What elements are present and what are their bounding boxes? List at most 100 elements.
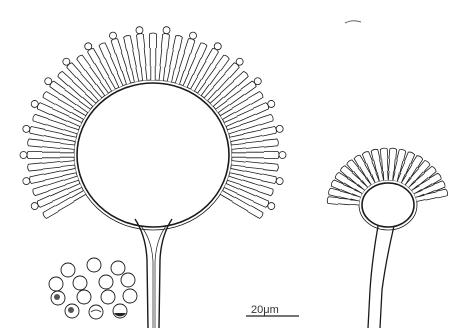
conidium [63, 58, 70, 65]
conidium [31, 100, 38, 107]
phialide [261, 127, 277, 137]
phialide [127, 49, 136, 68]
phialide [232, 197, 250, 211]
phialide [33, 114, 49, 125]
phialide [30, 127, 46, 137]
phialide [264, 152, 279, 159]
metula [132, 67, 139, 82]
phialide [111, 39, 122, 55]
conidium [101, 290, 115, 304]
phialide [263, 139, 278, 147]
phialide [261, 174, 277, 184]
phialide [28, 163, 43, 171]
metula [67, 117, 82, 127]
conidium [87, 258, 101, 272]
conidium [45, 78, 52, 85]
metula [71, 191, 85, 202]
phialide [389, 158, 396, 171]
metula [63, 125, 78, 134]
conidium-spot [68, 307, 74, 313]
phialide [33, 185, 49, 196]
conidium [254, 78, 261, 85]
conidium-spot [54, 294, 60, 300]
phialide [105, 56, 117, 75]
conidium [279, 152, 286, 159]
conidium [77, 290, 91, 304]
phialide [371, 149, 380, 161]
phialide [245, 162, 264, 169]
phialide [150, 33, 157, 48]
vesicle-wall [74, 80, 232, 230]
phialide [50, 109, 69, 121]
phialide [43, 171, 62, 180]
conidium [268, 203, 275, 210]
conidium [23, 125, 30, 132]
conidium [23, 178, 30, 185]
conidium [111, 261, 125, 275]
metula [59, 153, 74, 157]
phialide [243, 130, 262, 139]
small-conidial-head [327, 148, 447, 328]
phialide [380, 148, 387, 159]
phialide [243, 171, 262, 180]
phialide [50, 189, 69, 201]
phialide [188, 56, 200, 75]
conidium [109, 32, 116, 39]
conidium [268, 100, 275, 107]
phialide [28, 139, 43, 147]
phialide [258, 114, 274, 125]
phialide [263, 163, 278, 171]
conidium [61, 263, 75, 277]
metula [183, 73, 193, 88]
phialide [46, 119, 65, 130]
metula [151, 65, 155, 80]
phialide [137, 34, 145, 49]
phialide [99, 43, 111, 59]
phialide [246, 152, 265, 158]
conidium [99, 275, 113, 289]
phialide [253, 103, 269, 115]
phialide [247, 206, 263, 219]
phialide [237, 189, 256, 201]
phialide [195, 43, 207, 59]
conidium [136, 27, 143, 34]
phialide [173, 36, 183, 52]
metula [231, 161, 246, 167]
phialide [184, 39, 195, 55]
phialide [43, 130, 62, 139]
phialide [389, 148, 397, 159]
metula [105, 77, 116, 91]
phialide [241, 119, 260, 130]
stalk-left [135, 219, 148, 328]
phialide [30, 174, 46, 184]
metula [383, 170, 388, 180]
metula [175, 69, 184, 84]
stalk-right [380, 226, 394, 328]
stalk-left [368, 226, 378, 328]
phialide [241, 180, 260, 191]
phialide [46, 180, 65, 191]
metula [227, 125, 242, 134]
conidium [31, 203, 38, 210]
metula [71, 109, 85, 120]
phialide [42, 162, 61, 169]
metula [60, 161, 75, 167]
phialide [42, 141, 61, 148]
phialide [37, 195, 53, 207]
metula [220, 191, 234, 202]
phialide [43, 92, 59, 105]
phialide [41, 152, 60, 158]
stray-mark [345, 21, 361, 23]
metula [61, 168, 76, 175]
metula [388, 170, 393, 180]
phialide [161, 34, 169, 49]
phialide [179, 52, 190, 71]
phialide [124, 36, 134, 52]
phialide [160, 48, 167, 67]
scale-bar-label: 20μm [251, 304, 279, 316]
phialide [150, 47, 156, 66]
conidium [236, 58, 243, 65]
vesicle [362, 183, 414, 227]
phialide [245, 141, 264, 148]
